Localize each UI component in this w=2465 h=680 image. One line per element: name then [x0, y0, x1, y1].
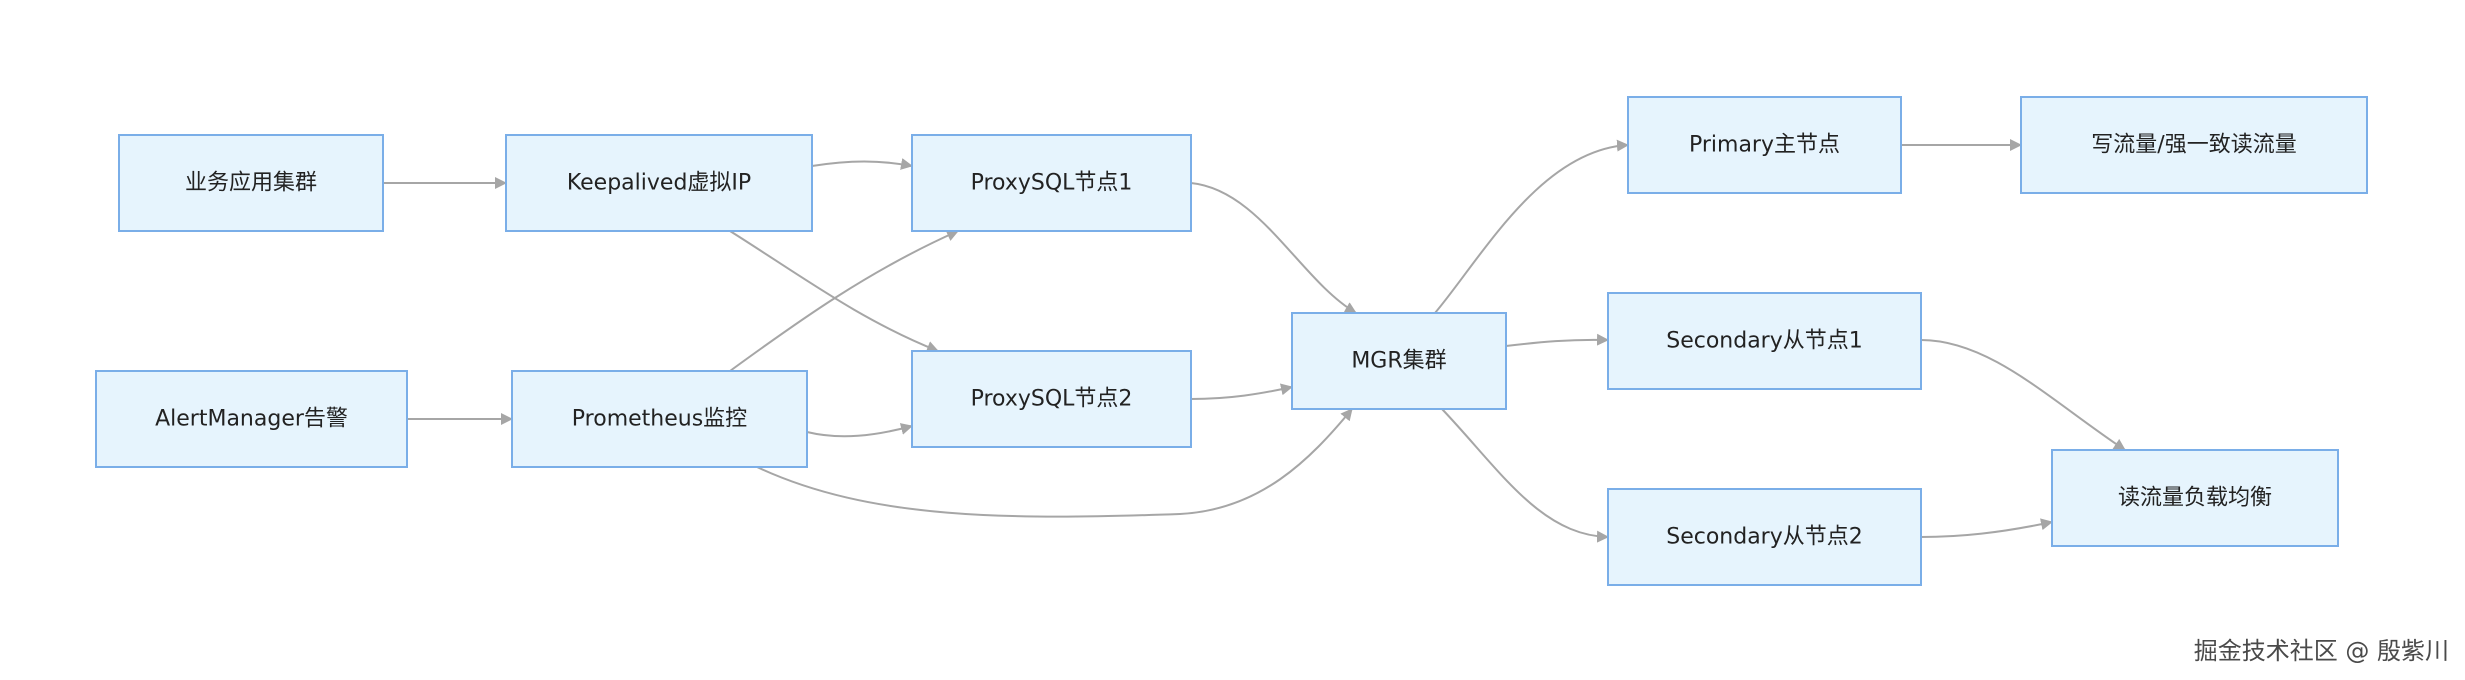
- edge-prometheus-to-proxysql-2: [806, 423, 913, 438]
- node-box: [1607, 488, 1922, 586]
- node-label: AlertManager告警: [155, 407, 348, 432]
- node-label: Secondary从节点2: [1666, 525, 1863, 550]
- edge-keepalived-vip-to-proxysql-1: [811, 158, 913, 170]
- nodes-layer: 业务应用集群 Keepalived虚拟IP ProxySQL节点1ProxySQL节…: [95, 96, 2368, 586]
- watermark: 掘金技术社区 @ 殷紫川: [2193, 637, 2449, 665]
- edges-layer: [383, 139, 2126, 543]
- node-box: [911, 134, 1192, 232]
- node-prometheus: Prometheus监控: [511, 370, 808, 468]
- edge-secondary-1-to-read-lb: [1920, 339, 2126, 451]
- node-label: 业务应用集群: [185, 171, 317, 196]
- node-box: [1291, 312, 1507, 410]
- node-proxysql-2: ProxySQL节点2: [911, 350, 1192, 448]
- edge-secondary-2-to-read-lb: [1920, 518, 2053, 538]
- edge-prometheus-to-proxysql-1: [729, 229, 959, 372]
- node-read-lb: 读流量负载均衡: [2051, 449, 2339, 547]
- node-keepalived-vip: Keepalived虚拟IP: [505, 134, 813, 232]
- node-label: 读流量负载均衡: [2118, 486, 2272, 511]
- edge-prometheus-to-mgr-cluster: [756, 408, 1353, 518]
- node-label: Prometheus监控: [572, 407, 747, 432]
- edge-mgr-cluster-to-secondary-1: [1505, 333, 1609, 347]
- node-primary: Primary主节点: [1627, 96, 1902, 194]
- node-box: [911, 350, 1192, 448]
- node-box: [1607, 292, 1922, 390]
- edge-mgr-cluster-to-primary: [1434, 139, 1629, 314]
- node-label: 写流量/强一致读流量: [2091, 133, 2296, 158]
- node-box: [118, 134, 384, 232]
- edge-proxysql-1-to-mgr-cluster: [1190, 182, 1357, 314]
- node-mgr-cluster: MGR集群: [1291, 312, 1507, 410]
- node-box: [95, 370, 408, 468]
- node-box: [1627, 96, 1902, 194]
- edge-mgr-cluster-to-secondary-2: [1441, 408, 1609, 543]
- node-box: [2020, 96, 2368, 194]
- node-alertmanager: AlertManager告警: [95, 370, 408, 468]
- node-box: [511, 370, 808, 468]
- node-secondary-2: Secondary从节点2: [1607, 488, 1922, 586]
- node-label: Keepalived虚拟IP: [567, 171, 751, 196]
- node-secondary-1: Secondary从节点1: [1607, 292, 1922, 390]
- node-label: ProxySQL节点2: [971, 387, 1133, 412]
- edge-keepalived-vip-to-proxysql-2: [729, 230, 939, 353]
- node-box: [505, 134, 813, 232]
- edge-proxysql-2-to-mgr-cluster: [1190, 383, 1293, 400]
- node-box: [2051, 449, 2339, 547]
- node-label: MGR集群: [1351, 349, 1446, 374]
- node-proxysql-1: ProxySQL节点1: [911, 134, 1192, 232]
- node-label: Primary主节点: [1689, 133, 1840, 158]
- node-write-traffic: 写流量/强一致读流量: [2020, 96, 2368, 194]
- node-label: ProxySQL节点1: [971, 171, 1133, 196]
- node-business-apps: 业务应用集群: [118, 134, 384, 232]
- node-label: Secondary从节点1: [1666, 329, 1863, 354]
